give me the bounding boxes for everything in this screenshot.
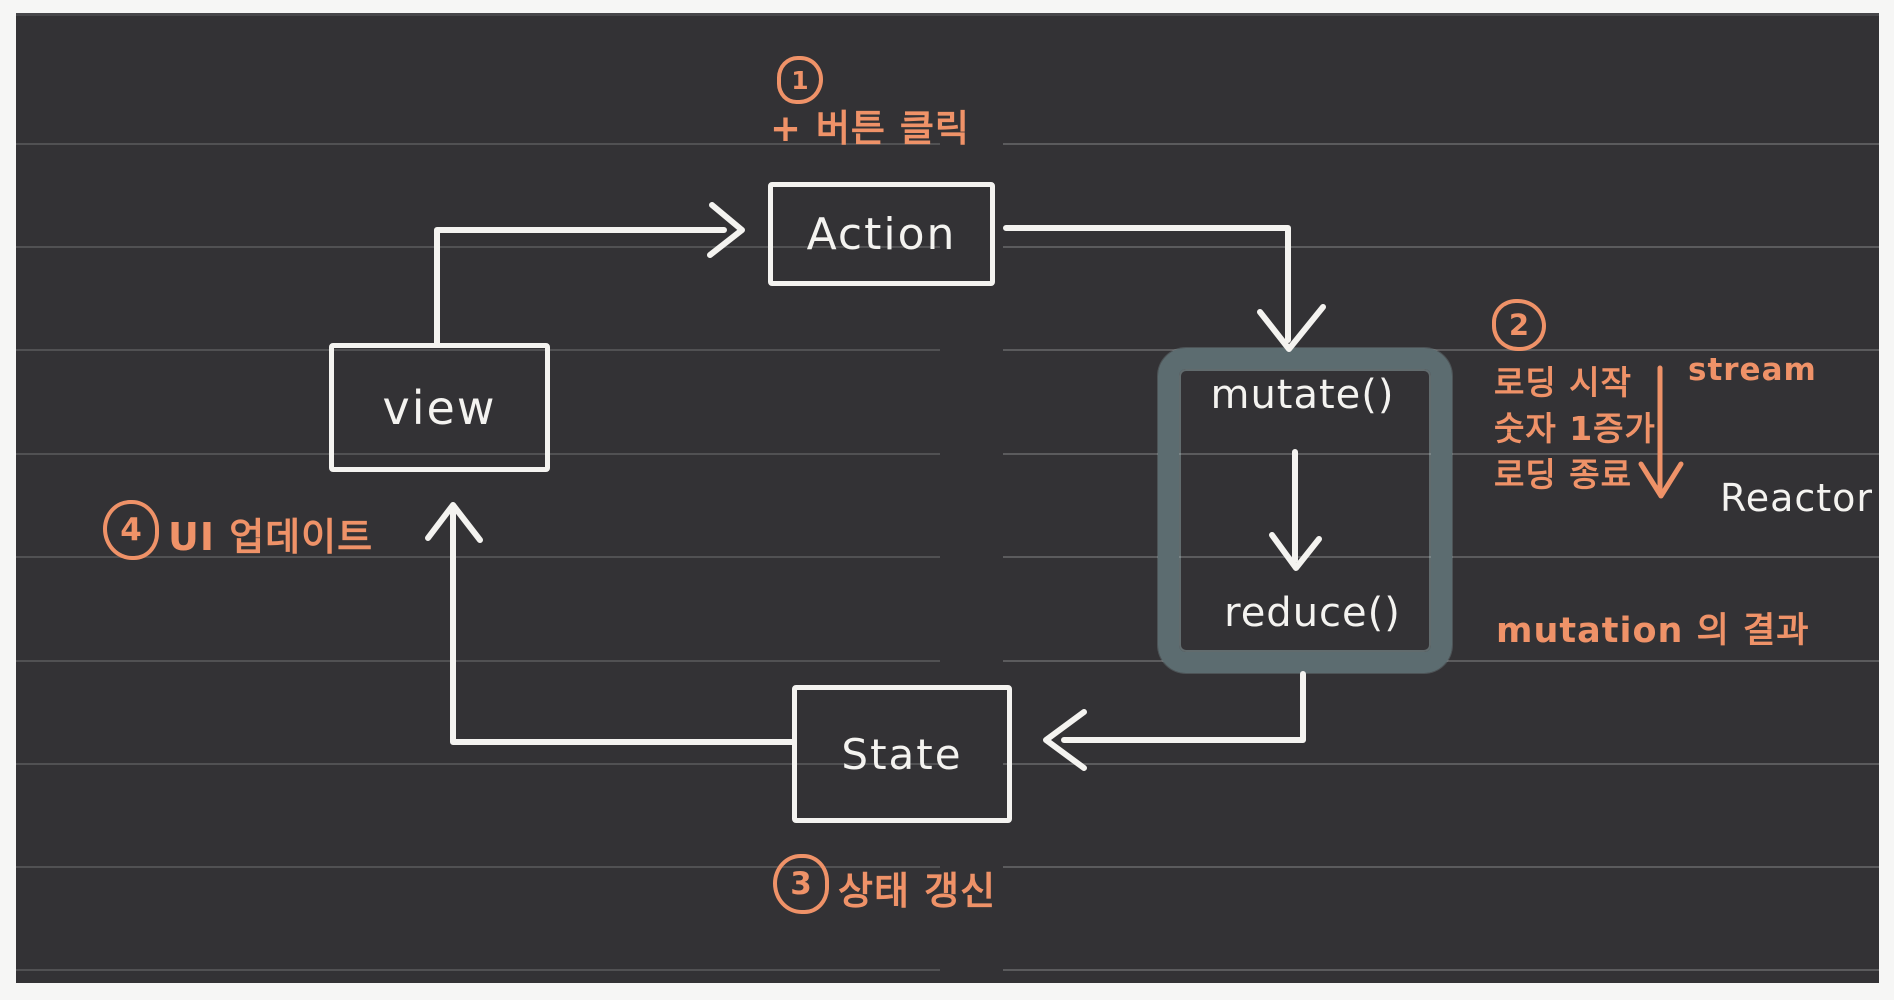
step1-number: 1 [791, 65, 809, 95]
reactor-label: Reactor [1720, 476, 1874, 520]
node-action-label: Action [806, 208, 957, 260]
arrow-mutate-to-reduce [1269, 449, 1322, 571]
step4-text: UI 업데이트 [168, 515, 374, 559]
node-view: view [329, 343, 550, 472]
ruled-line [16, 349, 940, 351]
step3-text: 상태 갱신 [838, 869, 997, 913]
ruled-line [1003, 866, 1879, 868]
ruled-line [16, 556, 940, 558]
stream-label: stream [1688, 352, 1817, 388]
step2-line3: 로딩 종료 [1494, 455, 1632, 494]
node-state-label: State [841, 729, 963, 779]
step2-line2: 숫자 1증가 [1494, 409, 1656, 448]
ruled-line [1003, 969, 1879, 971]
step2-line1: 로딩 시작 [1494, 363, 1632, 402]
step2-number: 2 [1508, 308, 1530, 342]
step4-number-badge: 4 [103, 500, 159, 560]
reactor-highlight-box [1158, 348, 1452, 673]
step2-text: 로딩 시작 숫자 1증가 로딩 종료 [1494, 360, 1656, 498]
arrow-stream-down [1638, 365, 1684, 499]
mutation-result-label: mutation 의 결과 [1496, 611, 1810, 651]
step1-text: + 버튼 클릭 [770, 107, 970, 150]
arrow-state-to-view [425, 502, 795, 745]
arrow-reactor-to-state [1043, 671, 1306, 771]
ruled-line [16, 969, 940, 971]
node-state: State [792, 685, 1012, 823]
ruled-line [16, 866, 940, 868]
ruled-line [16, 143, 940, 145]
node-view-label: view [382, 380, 497, 435]
ruled-line [1003, 349, 1879, 351]
ruled-line [16, 246, 940, 248]
node-mutate-label: mutate() [1210, 372, 1395, 418]
step2-number-badge: 2 [1492, 299, 1546, 351]
arrow-action-to-mutate [1003, 225, 1326, 352]
step1-number-badge: 1 [777, 56, 823, 104]
step3-number-badge: 3 [773, 854, 829, 914]
node-action: Action [768, 182, 995, 286]
ruled-line [1003, 246, 1879, 248]
ruled-line [1003, 143, 1879, 145]
ruled-line [1003, 763, 1879, 765]
ruled-line [16, 453, 940, 455]
step3-number: 3 [790, 866, 812, 902]
arrow-view-to-action [434, 202, 745, 346]
step4-number: 4 [120, 512, 142, 548]
ruled-line [16, 660, 940, 662]
node-reduce-label: reduce() [1224, 590, 1401, 636]
ruled-line [16, 763, 940, 765]
